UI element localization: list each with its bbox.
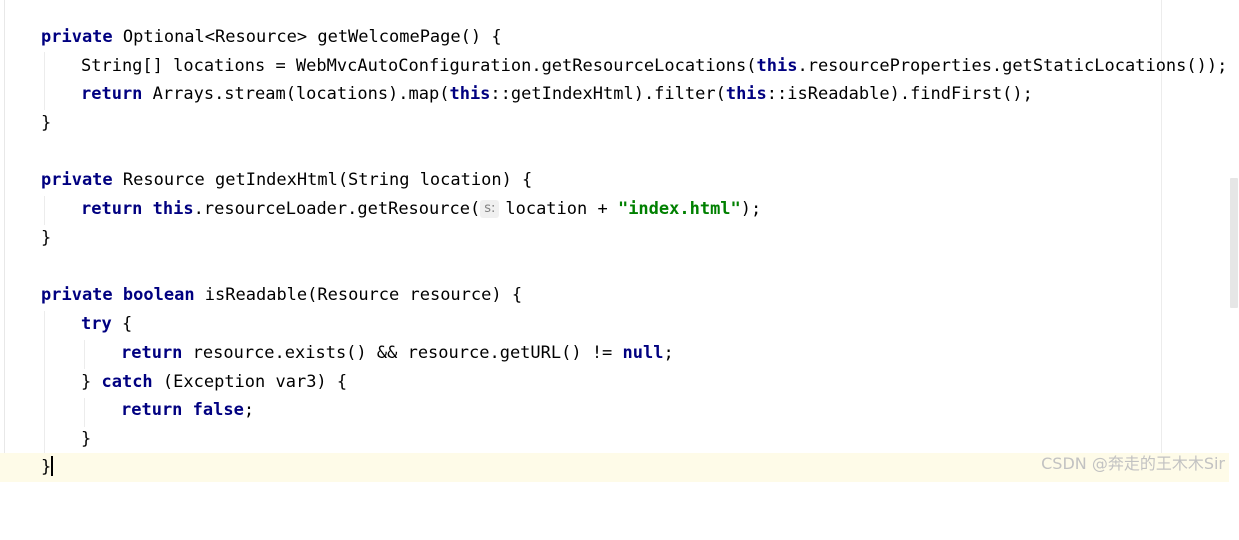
code-text: } [41, 457, 52, 477]
keyword: try [81, 314, 112, 334]
code-editor[interactable]: private Optional<Resource> getWelcomePag… [0, 0, 1239, 482]
keyword: return [121, 400, 183, 420]
keyword: false [192, 400, 244, 420]
keyword: return [121, 343, 183, 363]
code-text: (Exception var3) { [152, 372, 348, 392]
gutter-divider [4, 0, 5, 482]
code-text: Arrays.stream(locations).map( [142, 84, 450, 104]
keyword: private [41, 285, 113, 305]
code-text: location + [505, 199, 618, 219]
indent-guide [44, 311, 45, 455]
code-text: resource.exists() && resource.getURL() !… [182, 343, 623, 363]
code-text: Resource getIndexHtml(String location) { [112, 170, 533, 190]
code-line[interactable]: private Optional<Resource> getWelcomePag… [0, 23, 1229, 52]
vertical-scrollbar[interactable] [1229, 0, 1239, 482]
keyword: private [41, 27, 113, 47]
keyword: this [756, 56, 798, 76]
code-text: Optional<Resource> getWelcomePage() { [112, 27, 502, 47]
code-line[interactable]: } [0, 425, 1229, 454]
text-caret [51, 456, 54, 476]
code-line[interactable]: try { [0, 310, 1229, 339]
keyword: return [81, 84, 143, 104]
code-text [182, 400, 192, 420]
keyword: private [41, 170, 113, 190]
code-text: .resourceProperties.getStaticLocations()… [797, 56, 1228, 76]
code-text: ; [243, 400, 255, 420]
code-text: ); [740, 199, 762, 219]
indent-guide [44, 196, 45, 225]
watermark: CSDN @奔走的王木木Sir [1041, 454, 1225, 473]
code-text: isReadable(Resource resource) { [194, 285, 523, 305]
code-text: } [41, 228, 52, 248]
keyword: catch [101, 372, 153, 392]
code-text: .resourceLoader.getResource( [193, 199, 481, 219]
current-code-line[interactable]: } [0, 453, 1229, 482]
scrollbar-thumb[interactable] [1230, 178, 1238, 308]
indent-guide [44, 52, 45, 110]
code-line[interactable]: return resource.exists() && resource.get… [0, 339, 1229, 368]
code-text: ::getIndexHtml).filter( [490, 84, 726, 104]
keyword: null [622, 343, 664, 363]
code-text [142, 199, 152, 219]
code-line[interactable]: } [0, 224, 1229, 253]
code-text [113, 285, 123, 305]
code-line[interactable]: } catch (Exception var3) { [0, 368, 1229, 397]
code-text: } [81, 429, 92, 449]
indent-guide [84, 398, 85, 427]
code-text: String[] locations = WebMvcAutoConfigura… [81, 56, 757, 76]
string-literal: "index.html" [617, 199, 741, 219]
code-text: ; [663, 343, 674, 363]
keyword: this [725, 84, 767, 104]
code-line[interactable]: return false; [0, 396, 1229, 425]
keyword: boolean [122, 285, 195, 305]
code-text: } [41, 113, 52, 133]
code-line[interactable]: String[] locations = WebMvcAutoConfigura… [0, 52, 1229, 81]
parameter-hint: s: [480, 200, 500, 218]
keyword: this [449, 84, 491, 104]
code-text: ::isReadable).findFirst(); [766, 84, 1033, 104]
indent-guide [84, 340, 85, 369]
keyword: this [152, 199, 194, 219]
code-text: { [111, 314, 133, 334]
code-line[interactable]: return this.resourceLoader.getResource(s… [0, 195, 1229, 224]
keyword: return [81, 199, 143, 219]
code-line[interactable]: private boolean isReadable(Resource reso… [0, 281, 1229, 310]
code-line[interactable]: } [0, 109, 1229, 138]
code-line[interactable]: private Resource getIndexHtml(String loc… [0, 166, 1229, 195]
code-line[interactable]: return Arrays.stream(locations).map(this… [0, 80, 1229, 109]
right-margin-guide [1161, 0, 1162, 482]
code-text: } [81, 372, 102, 392]
